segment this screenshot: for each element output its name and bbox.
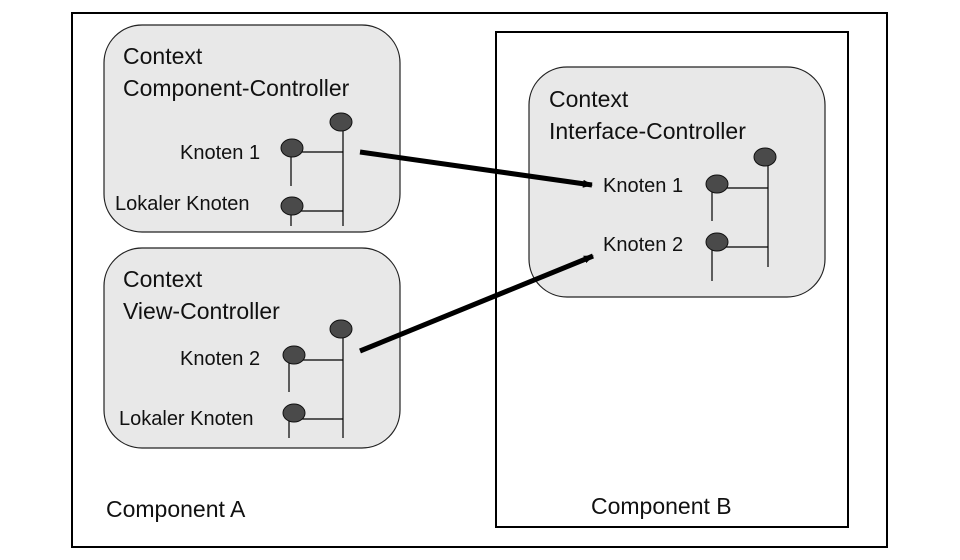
mapping-arrow-knoten-1	[359, 149, 593, 188]
node-label-knoten-1: Knoten 1	[603, 175, 684, 197]
node-knoten-1-icon	[705, 174, 729, 194]
root-node-icon	[329, 319, 353, 339]
context-title-line-2: Interface-Controller	[549, 118, 746, 144]
component-a-label: Component A	[106, 496, 246, 522]
root-node-icon	[753, 147, 777, 167]
node-label-knoten-1: Knoten 1	[180, 142, 261, 164]
node-lokaler-knoten-icon	[282, 403, 306, 423]
root-node-icon	[329, 112, 353, 132]
component-a-frame	[71, 12, 888, 548]
context-title-line-1: Context	[123, 43, 203, 69]
mapping-arrow-knoten-2	[359, 253, 594, 354]
context-view-controller-box	[103, 247, 401, 449]
node-lokaler-knoten-icon	[280, 196, 304, 216]
context-title-line-2: Component-Controller	[123, 75, 350, 101]
context-component-controller-title: Context Component-Controller	[123, 40, 349, 104]
node-knoten-2-icon	[705, 232, 729, 252]
context-title-line-2: View-Controller	[123, 298, 280, 324]
context-component-controller-box	[103, 24, 401, 233]
context-interface-controller-title: Context Interface-Controller	[549, 83, 746, 147]
context-title-line-1: Context	[549, 86, 629, 112]
node-knoten-2-icon	[282, 345, 306, 365]
context-interface-controller-box	[528, 66, 826, 298]
node-label-knoten-2: Knoten 2	[180, 348, 261, 370]
node-label-lokaler-knoten: Lokaler Knoten	[115, 193, 250, 215]
context-view-controller-title: Context View-Controller	[123, 263, 280, 327]
context-title-line-1: Context	[123, 266, 203, 292]
node-label-lokaler-knoten: Lokaler Knoten	[119, 408, 254, 430]
node-knoten-1-icon	[280, 138, 304, 158]
component-b-label: Component B	[591, 493, 732, 519]
node-label-knoten-2: Knoten 2	[603, 234, 684, 256]
